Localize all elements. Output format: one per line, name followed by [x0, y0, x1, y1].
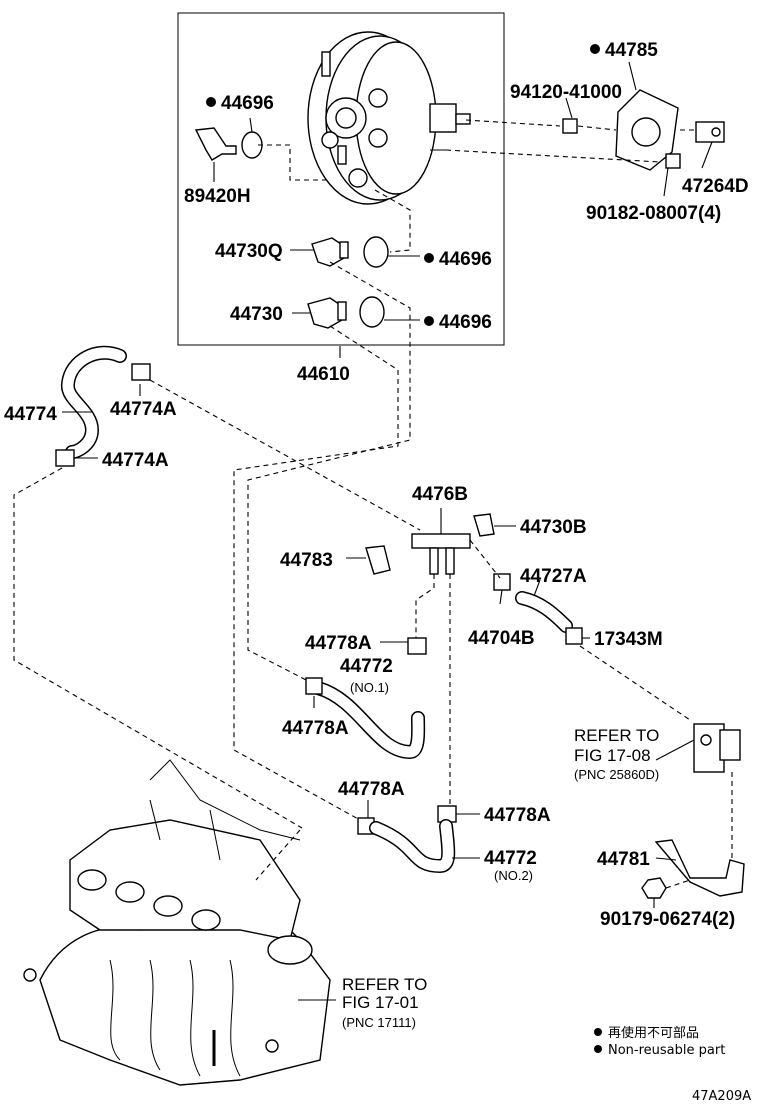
ref-fig-17-01-line1: REFER TO — [342, 975, 427, 994]
label-44785: 44785 — [605, 40, 658, 61]
clamp-44783 — [365, 545, 391, 575]
union-4476B — [411, 533, 471, 575]
legend-dot-1 — [594, 1028, 602, 1036]
figure-code: 47A209A — [692, 1089, 751, 1104]
ref-fig-17-08-line1: REFER TO — [574, 726, 659, 745]
hose-44772-no2 — [370, 820, 454, 872]
hose-44772-no1 — [312, 682, 424, 758]
label-44704B: 44704B — [468, 628, 535, 649]
bracket-44730B — [473, 513, 495, 537]
label-44778A-c: 44778A — [338, 779, 405, 800]
legend-line1: 再使用不可部品 — [608, 1025, 699, 1041]
label-44772-no1: 44772 — [340, 656, 393, 677]
label-44772-no2-sub: (NO.2) — [494, 868, 533, 883]
grommet-44696-b — [363, 236, 389, 268]
non-reusable-marker — [206, 97, 216, 107]
label-44783: 44783 — [280, 550, 333, 571]
label-44778A-a: 44778A — [305, 633, 372, 654]
label-44696-a: 44696 — [221, 93, 274, 114]
clip-44778A-a — [407, 637, 427, 655]
intake-manifold — [23, 759, 331, 1086]
ref-fig-17-01-line3: (PNC 17111) — [342, 1015, 416, 1030]
label-47264D: 47264D — [682, 176, 749, 197]
label-44730: 44730 — [230, 304, 283, 325]
ref-fig-17-01-line2: FIG 17-01 — [342, 993, 419, 1012]
label-44727A: 44727A — [520, 566, 587, 587]
assembly-box-44610 — [177, 12, 505, 346]
label-89420H: 89420H — [184, 186, 251, 207]
label-44730Q: 44730Q — [215, 241, 283, 262]
clip-44778A-b — [305, 677, 323, 695]
non-reusable-marker — [590, 44, 600, 54]
label-4476B: 4476B — [412, 484, 468, 505]
clip-44704B — [493, 573, 511, 591]
clip-17343M — [565, 627, 583, 645]
legend-line2: Non-reusable part — [608, 1043, 725, 1058]
hose-44727A — [516, 592, 572, 632]
nut-90182 — [665, 153, 681, 169]
label-44774A-a: 44774A — [110, 399, 177, 420]
check-valve-44730 — [307, 297, 347, 329]
nut-94120 — [562, 118, 578, 134]
label-44781: 44781 — [597, 849, 650, 870]
label-17343M: 17343M — [594, 629, 663, 650]
bolt-90179 — [641, 877, 667, 899]
bracket-44781 — [654, 839, 745, 897]
clip-44774A-a — [131, 363, 151, 381]
label-44610: 44610 — [297, 364, 350, 385]
label-44696-c: 44696 — [439, 312, 492, 333]
label-44772-no2: 44772 — [484, 848, 537, 869]
legend-dot-2 — [594, 1045, 602, 1053]
label-44778A-b: 44778A — [282, 718, 349, 739]
clevis-47264D — [695, 121, 725, 143]
grommet-44696-c — [359, 296, 385, 328]
ref-fig-17-08-line3: (PNC 25860D) — [574, 767, 659, 782]
check-valve-44730Q — [311, 237, 349, 267]
non-reusable-marker — [424, 316, 434, 326]
label-90182: 90182-08007(4) — [586, 203, 721, 224]
label-44774A-b: 44774A — [102, 450, 169, 471]
label-90179: 90179-06274(2) — [600, 909, 735, 930]
non-reusable-marker — [424, 253, 434, 263]
label-44778A-d: 44778A — [484, 805, 551, 826]
label-44772-no1-sub: (NO.1) — [350, 680, 389, 695]
clip-44774A-b — [55, 449, 75, 467]
ref-fig-17-08-line2: FIG 17-08 — [574, 746, 651, 765]
label-44696-b: 44696 — [439, 249, 492, 270]
label-94120: 94120-41000 — [510, 82, 622, 103]
label-44730B: 44730B — [520, 517, 587, 538]
gasket-44785 — [615, 89, 679, 171]
solenoid-valve — [693, 723, 741, 773]
brake-booster — [307, 31, 471, 205]
sensor-89420H — [194, 127, 237, 161]
label-44774: 44774 — [4, 404, 57, 425]
